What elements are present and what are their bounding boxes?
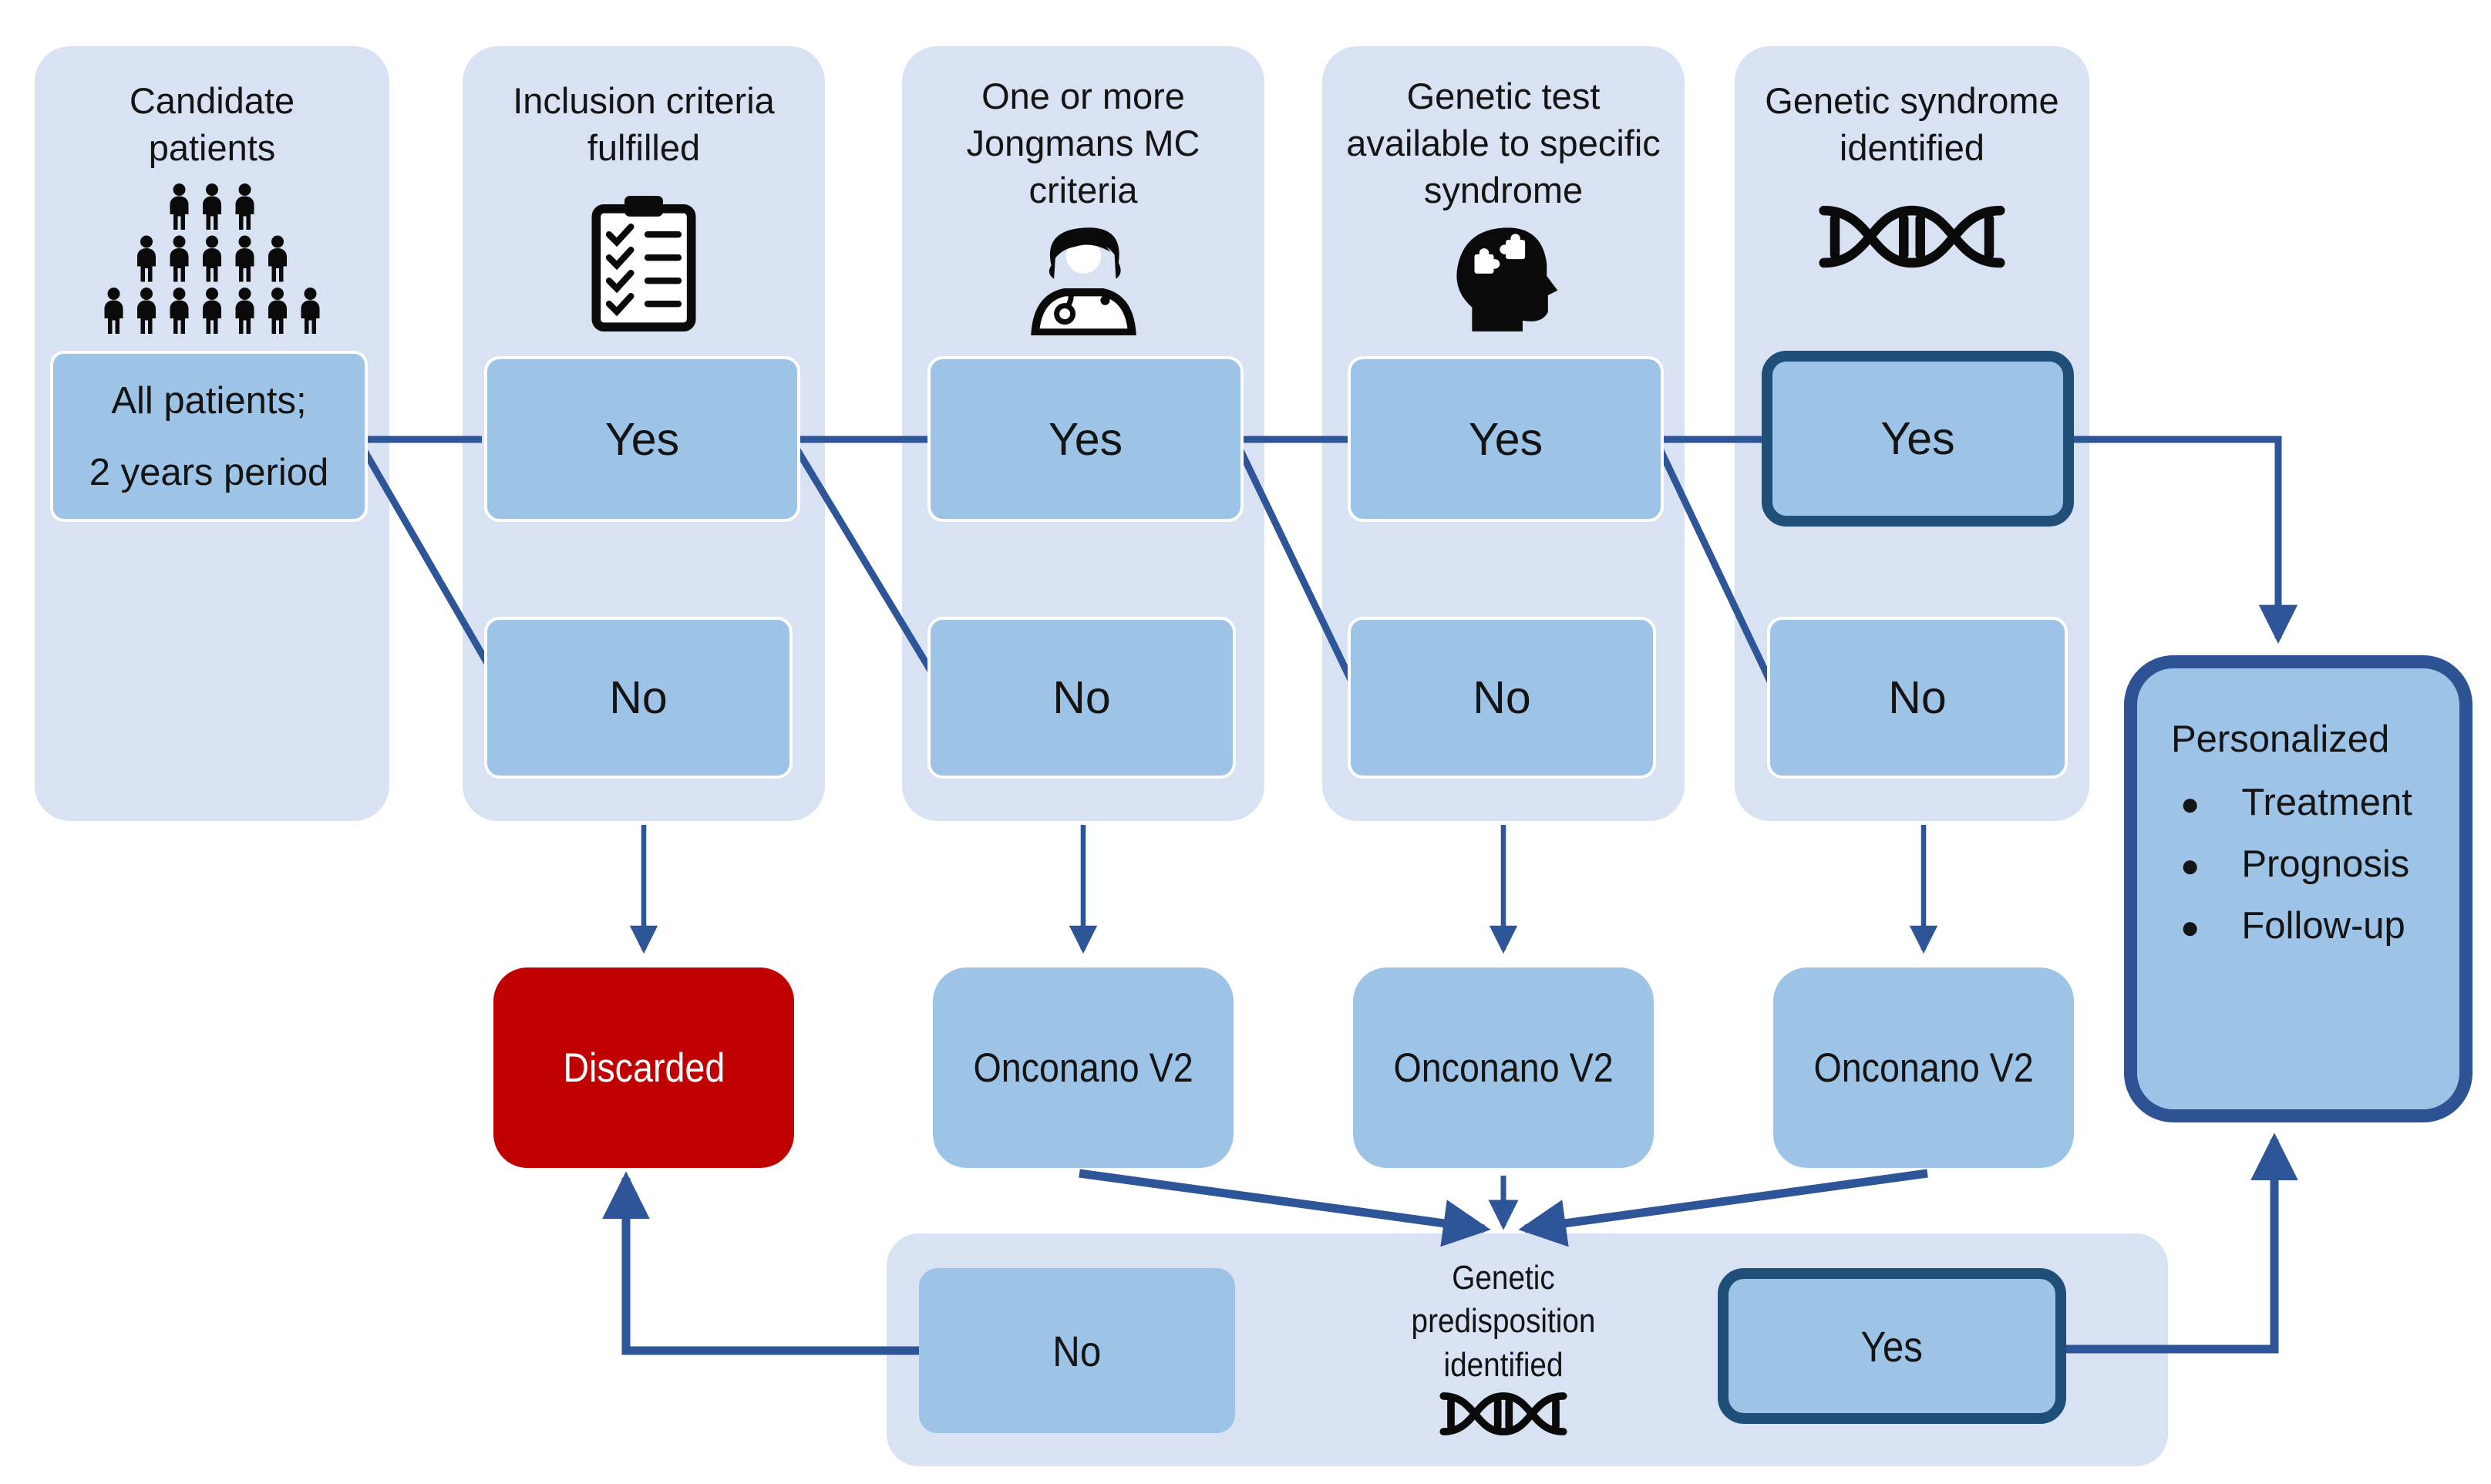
arrow-yes5-to-personalized <box>2074 436 2298 644</box>
head-puzzle-icon <box>1322 218 1685 334</box>
column-title: Inclusion criteria fulfilled <box>513 80 775 169</box>
discarded-label: Discarded <box>563 1045 725 1091</box>
clipboard-checklist-icon <box>463 193 825 335</box>
personalized-box: Personalized ● Treatment ● Prognosis ● F… <box>2124 655 2472 1122</box>
no-label: No <box>1052 672 1111 723</box>
doctor-icon <box>902 220 1264 336</box>
no-label: No <box>1888 672 1947 723</box>
column-title: One or more Jongmans MC criteria <box>966 76 1200 211</box>
predisposition-no-box: No <box>919 1268 1235 1433</box>
all-patients-line1: All patients; <box>111 379 307 422</box>
column-title: Genetic test available to specific syndr… <box>1346 76 1661 211</box>
arrow-onconano1-to-panel <box>1079 1169 1491 1247</box>
personalized-item: ● Follow-up <box>2171 904 2459 947</box>
yes-label: Yes <box>1048 413 1123 465</box>
onconano-label: Onconano V2 <box>1813 1045 2034 1091</box>
no-label: No <box>1052 1326 1102 1375</box>
yes-label: Yes <box>1860 1321 1924 1371</box>
personalized-item: ● Treatment <box>2171 781 2459 824</box>
yes-label: Yes <box>1880 413 1955 464</box>
personalized-item-label: Treatment <box>2241 782 2412 823</box>
predisposition-title: Genetic predisposition identified <box>1411 1259 1596 1384</box>
personalized-item-label: Prognosis <box>2241 843 2410 885</box>
column-title: Genetic syndrome identified <box>1765 80 2059 169</box>
no-label: No <box>609 672 668 723</box>
onconano-label: Onconano V2 <box>973 1045 1193 1091</box>
all-patients-line2: 2 years period <box>89 451 329 493</box>
yes-box-jongmans: Yes <box>927 356 1244 522</box>
no-box-genetic-test: No <box>1348 617 1656 779</box>
crowd-icon <box>35 183 389 338</box>
no-box-inclusion: No <box>484 617 793 779</box>
personalized-title: Personalized <box>2171 718 2390 760</box>
personalized-item-label: Follow-up <box>2241 905 2405 947</box>
dna-icon <box>1295 1390 1712 1438</box>
column-title: Candidate patients <box>129 80 295 169</box>
yes-label: Yes <box>604 413 680 465</box>
bullet-icon: ● <box>2180 847 2200 883</box>
yes-box-genetic-test: Yes <box>1348 356 1664 522</box>
all-patients-box: All patients; 2 years period <box>50 351 368 522</box>
onconano-box-3: Onconano V2 <box>1773 967 2074 1168</box>
predisposition-yes-box-highlighted: Yes <box>1718 1268 2066 1424</box>
bullet-icon: ● <box>2180 909 2200 945</box>
no-label: No <box>1473 672 1531 723</box>
no-box-jongmans: No <box>927 617 1236 779</box>
dna-icon <box>1735 202 2089 271</box>
yes-box-inclusion: Yes <box>484 356 800 522</box>
arrow-onconano3-to-panel <box>1518 1169 1928 1247</box>
onconano-box-1: Onconano V2 <box>933 967 1234 1168</box>
onconano-box-2: Onconano V2 <box>1353 967 1654 1168</box>
arrow-panelno-to-discarded <box>602 1171 921 1355</box>
personalized-item: ● Prognosis <box>2171 843 2459 886</box>
yes-label: Yes <box>1468 413 1543 465</box>
discarded-box: Discarded <box>493 967 794 1168</box>
yes-box-syndrome-highlighted: Yes <box>1762 351 2074 527</box>
no-box-syndrome: No <box>1767 617 2068 779</box>
predisposition-label: Genetic predisposition identified <box>1295 1257 1712 1438</box>
onconano-label: Onconano V2 <box>1393 1045 1614 1091</box>
bullet-icon: ● <box>2180 786 2200 822</box>
